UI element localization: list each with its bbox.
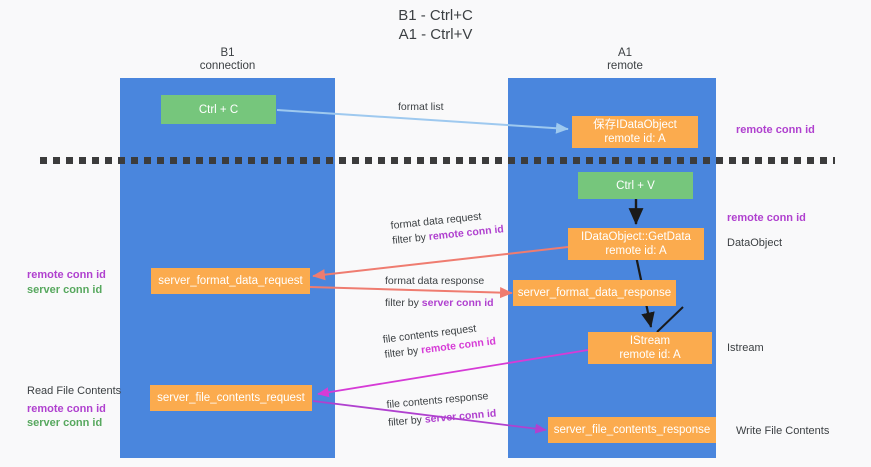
edge-label-format-list: format list [398, 100, 444, 115]
node-ctrl-c[interactable]: Ctrl + C [161, 95, 276, 124]
edge-label-format-data-response-filter: filter by server conn id [385, 296, 494, 311]
node-getdata-line1: IDataObject::GetData [581, 231, 691, 243]
ann-istream: Istream [727, 342, 764, 354]
node-ctrl-c-label: Ctrl + C [198, 103, 239, 116]
node-server-file-contents-response-label: server_file_contents_response [553, 424, 711, 436]
ann-read-file-contents: Read File Contents [27, 385, 122, 397]
wire-response-istream [656, 306, 684, 333]
ann-left-remote-conn-id-1: remote conn id [27, 269, 106, 281]
node-server-file-contents-request-label: server_file_contents_request [157, 392, 305, 404]
node-istream-line1: IStream [629, 335, 671, 347]
wire-format-data-request [312, 246, 569, 281]
filter-prefix: filter by [383, 344, 422, 361]
node-server-format-data-request[interactable]: server_format_data_request [151, 268, 310, 294]
edge-label-format-list-text: format list [398, 101, 444, 113]
wire-format-list [276, 109, 569, 134]
filter-prefix: filter by [385, 297, 422, 309]
wire-file-contents-request [317, 349, 589, 398]
column-header-a1: A1 remote [607, 47, 643, 72]
node-save-dataobject-line2: remote id: A [604, 133, 666, 145]
filter-prefix: filter by [387, 413, 426, 429]
ann-write-file-contents: Write File Contents [736, 425, 830, 437]
node-ctrl-v[interactable]: Ctrl + V [578, 172, 693, 199]
node-save-dataobject-line1: 保存IDataObject [593, 119, 677, 131]
node-server-format-data-response[interactable]: server_format_data_response [513, 280, 676, 306]
node-istream[interactable]: IStream remote id: A [588, 332, 712, 364]
ann-left-server-conn-id-1: server conn id [27, 284, 103, 296]
diagram-title: B1 - Ctrl+C A1 - Ctrl+V [398, 7, 473, 43]
node-ctrl-v-label: Ctrl + V [616, 179, 655, 192]
filter-key-server-conn-id: server conn id [421, 297, 494, 309]
wire-format-data-response [309, 286, 513, 299]
node-istream-line2: remote id: A [619, 349, 681, 361]
ann-left-remote-conn-id-2: remote conn id [27, 403, 106, 415]
ann-dataobject: DataObject [727, 237, 783, 249]
wire-file-contents-response [312, 400, 547, 434]
node-server-file-contents-request[interactable]: server_file_contents_request [150, 385, 312, 411]
node-save-dataobject[interactable]: 保存IDataObject remote id: A [572, 116, 698, 148]
column-header-b1: B1 connection [199, 47, 256, 72]
node-server-format-data-request-label: server_format_data_request [158, 275, 303, 287]
node-server-format-data-response-label: server_format_data_response [517, 287, 672, 299]
node-server-file-contents-response[interactable]: server_file_contents_response [548, 417, 716, 443]
ann-remote-conn-id-mid: remote conn id [727, 212, 806, 224]
ann-left-server-conn-id-2: server conn id [27, 417, 103, 429]
filter-prefix: filter by [391, 231, 430, 247]
ann-remote-conn-id-top: remote conn id [736, 124, 815, 136]
edge-label-format-data-response: format data response filter by server co… [385, 274, 494, 311]
node-getdata[interactable]: IDataObject::GetData remote id: A [568, 228, 704, 260]
edge-label-format-data-response-text: format data response [385, 275, 485, 287]
node-getdata-line2: remote id: A [605, 245, 667, 257]
